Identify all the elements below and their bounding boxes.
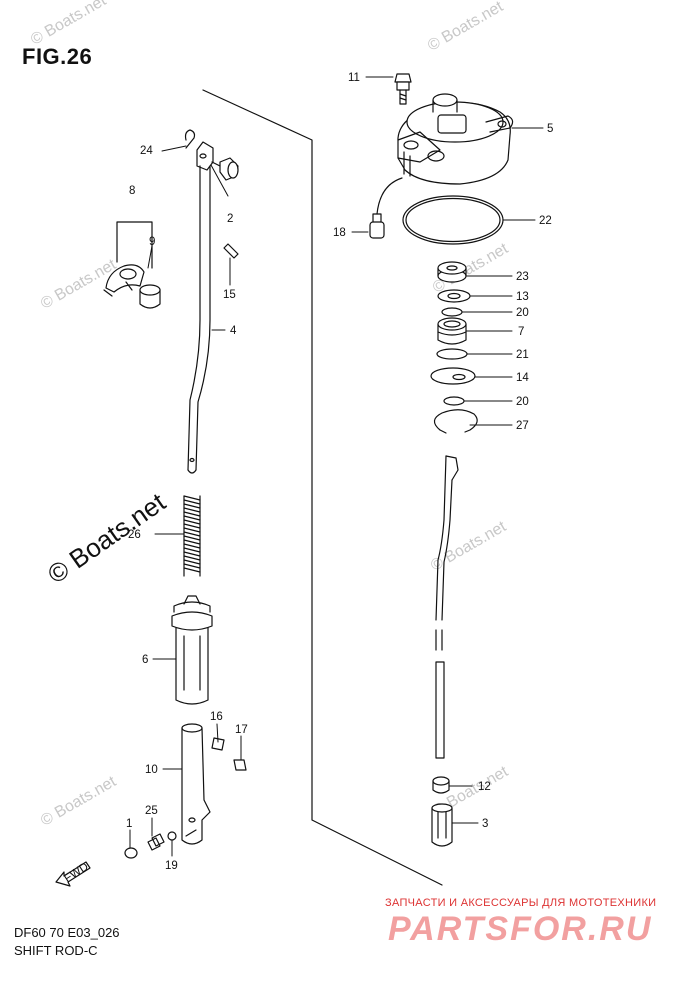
part-19-ball xyxy=(167,831,177,841)
part-24-clip xyxy=(184,129,196,149)
callout-8-bracket xyxy=(116,221,153,269)
callout-23: 23 xyxy=(516,271,529,283)
part-17-pin xyxy=(233,759,247,771)
part-11-bolt xyxy=(394,73,412,105)
callout-13: 13 xyxy=(516,291,529,303)
part-18-fitting xyxy=(369,177,403,239)
part-13-washer xyxy=(437,289,471,303)
callout-1: 1 xyxy=(126,818,132,830)
callout-9: 9 xyxy=(149,236,155,248)
callout-14: 14 xyxy=(516,372,529,384)
callout-5: 5 xyxy=(547,123,553,135)
callout-20-lower: 20 xyxy=(516,396,529,408)
part-7-seal xyxy=(437,317,467,345)
part-21-o-ring xyxy=(436,348,468,360)
part-14-washer xyxy=(430,367,476,385)
part-8-clip xyxy=(103,264,145,297)
callout-15: 15 xyxy=(223,289,236,301)
figure-title: FIG.26 xyxy=(22,44,93,69)
part-2-pin xyxy=(211,157,239,181)
part-15-pin xyxy=(223,243,239,259)
assembly-boundary-line xyxy=(202,89,443,886)
part-6-sleeve xyxy=(171,595,213,705)
part-4-shift-rod xyxy=(187,141,214,474)
callout-16: 16 xyxy=(210,711,223,723)
part-20-o-ring-lower xyxy=(443,396,465,406)
callout-2: 2 xyxy=(227,213,233,225)
callout-7: 7 xyxy=(518,326,524,338)
part-10-rod xyxy=(181,723,211,845)
callout-22: 22 xyxy=(539,215,552,227)
callout-19: 19 xyxy=(165,860,178,872)
caption-model: DF60 70 E03_026 xyxy=(14,925,120,940)
part-22-o-ring xyxy=(402,195,504,245)
part-27-circlip xyxy=(433,409,478,434)
callout-26: 26 xyxy=(128,529,141,541)
callout-6: 6 xyxy=(142,654,148,666)
callout-18: 18 xyxy=(333,227,346,239)
callout-10: 10 xyxy=(145,764,158,776)
part-25-spring xyxy=(147,833,165,851)
part-9-bushing xyxy=(139,284,161,309)
part-3-clip xyxy=(431,803,453,847)
callout-4: 4 xyxy=(230,325,237,337)
caption-name: SHIFT ROD-C xyxy=(14,943,98,958)
fwd-arrow-icon xyxy=(55,861,91,887)
callout-27: 27 xyxy=(516,420,529,432)
shop-tagline: ЗАПЧАСТИ И АКСЕССУАРЫ ДЛЯ МОТОТЕХНИКИ xyxy=(385,897,657,909)
leader-lines xyxy=(129,76,544,857)
part-5-housing xyxy=(397,93,514,185)
fwd-label: FWD xyxy=(62,861,90,885)
part-26-spring xyxy=(183,495,201,577)
callout-20-upper: 20 xyxy=(516,307,529,319)
callout-11: 11 xyxy=(348,72,360,84)
part-12-nut xyxy=(432,776,450,794)
part-1-cap xyxy=(124,847,138,859)
callout-12: 12 xyxy=(478,781,491,793)
callout-24: 24 xyxy=(140,145,153,157)
part-16-pin xyxy=(211,737,225,751)
part-20-o-ring-upper xyxy=(441,307,463,317)
shop-logo: PARTSFOR.RU xyxy=(388,910,653,948)
part-23-bushing xyxy=(437,261,467,283)
callout-3: 3 xyxy=(482,818,488,830)
callout-8: 8 xyxy=(129,185,135,197)
shift-rod-right xyxy=(435,455,459,759)
callout-21: 21 xyxy=(516,349,529,361)
callout-17: 17 xyxy=(235,724,248,736)
callout-25: 25 xyxy=(145,805,158,817)
